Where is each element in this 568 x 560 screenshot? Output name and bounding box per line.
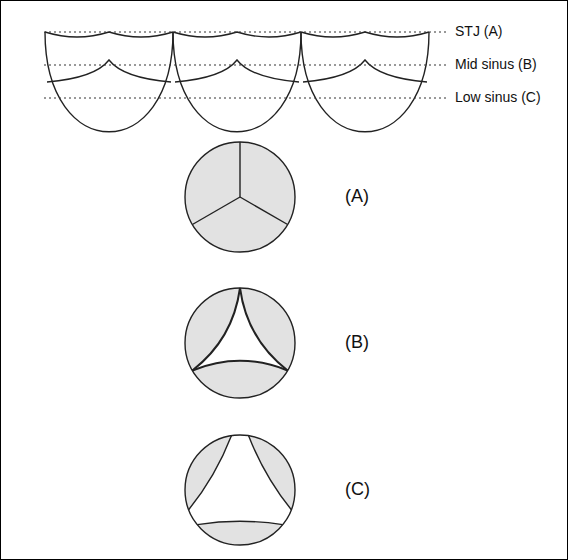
- leaflet-edge: [47, 60, 171, 82]
- sinus-wall: [45, 32, 173, 132]
- section-label: (C): [345, 480, 370, 500]
- coaptation-line: [239, 142, 240, 197]
- sinus-wall: [301, 32, 429, 132]
- leaflet-edge: [240, 288, 288, 371]
- section-label: (B): [345, 333, 369, 353]
- section-label: (A): [345, 187, 369, 207]
- level-lines: [44, 32, 448, 98]
- level-label: STJ (A): [455, 24, 502, 39]
- leaflet-fill: [185, 288, 295, 398]
- level-label: Mid sinus (B): [455, 57, 537, 72]
- leaflet-fill: [185, 142, 295, 252]
- sinus-wall: [173, 32, 301, 132]
- annulus-outline: [185, 288, 295, 398]
- orifice-opening: [192, 288, 287, 371]
- annulus-outline: [185, 142, 295, 252]
- coaptation-line: [192, 197, 240, 225]
- leaflet-edge: [249, 436, 292, 510]
- stj-edge: [45, 32, 173, 37]
- coaptation-line: [240, 197, 288, 225]
- level-label: Low sinus (C): [455, 90, 541, 105]
- leaflet-edge: [192, 288, 240, 371]
- leaflet-fill: [185, 435, 295, 545]
- leaflet-edge: [197, 521, 282, 524]
- leaflet-edge: [192, 361, 287, 371]
- leaflet-edge: [303, 60, 427, 82]
- stj-edge: [301, 32, 429, 37]
- sinus-outlines: [45, 32, 429, 132]
- stj-edge: [173, 32, 301, 37]
- annulus-outline: [185, 435, 295, 545]
- valve-cross-sections: [185, 142, 295, 545]
- leaflet-edge: [189, 436, 232, 510]
- leaflet-edge: [175, 60, 299, 82]
